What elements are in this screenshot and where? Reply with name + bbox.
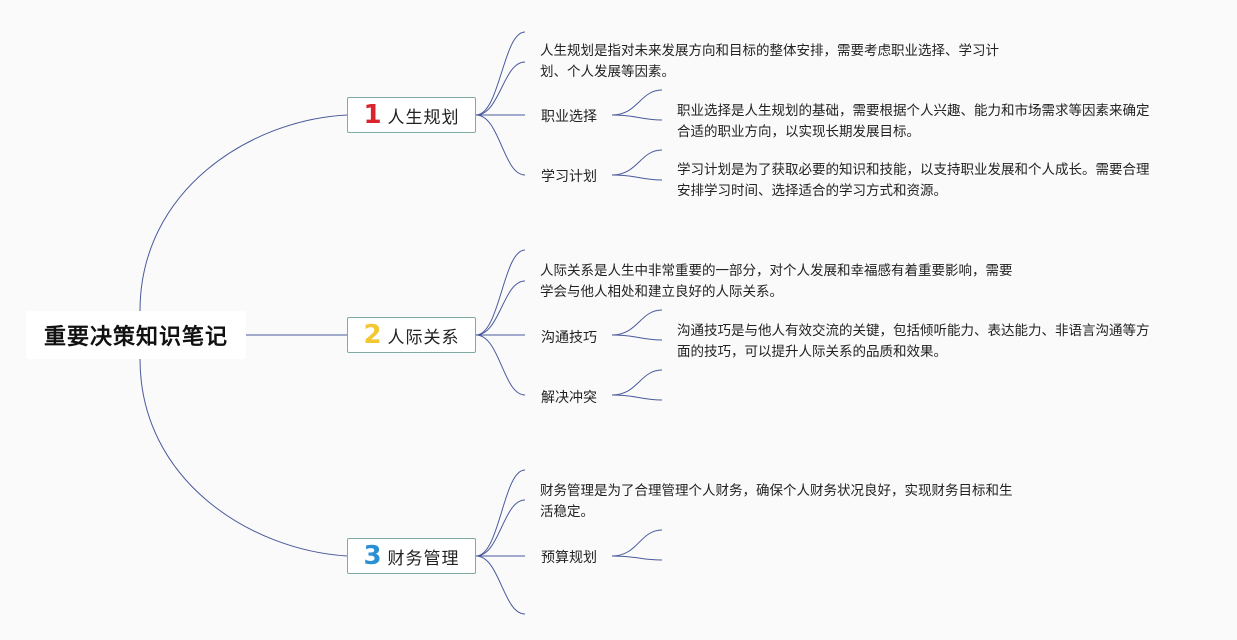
summary-line: 活稳定。 xyxy=(540,504,594,520)
link-b2-child-2 xyxy=(475,334,526,396)
branch-node-1[interactable]: 1 人生规划 xyxy=(347,97,476,133)
link-b2-summary-top xyxy=(475,249,526,336)
link-b2c1-bottom xyxy=(611,334,663,341)
detail-line: 职业选择是人生规划的基础，需要根据个人兴趣、能力和市场需求等因素来确定 xyxy=(677,103,1150,119)
branch-node-2[interactable]: 2 人际关系 xyxy=(347,317,476,353)
child-node-career-choice[interactable]: 职业选择 xyxy=(541,109,597,125)
link-b1c2-bottom xyxy=(611,174,663,181)
summary-line: 人生规划是指对未来发展方向和目标的整体安排，需要考虑职业选择、学习计 xyxy=(540,43,999,59)
summary-line: 财务管理是为了合理管理个人财务，确保个人财务状况良好，实现财务目标和生 xyxy=(540,483,1013,499)
detail-line: 沟通技巧是与他人有效交流的关键，包括倾听能力、表达能力、非语言沟通等方 xyxy=(677,323,1150,339)
detail-line: 合适的职业方向，以实现长期发展目标。 xyxy=(677,124,920,140)
link-b1-summary-top xyxy=(475,31,526,116)
child-node-conflict-resolution[interactable]: 解决冲突 xyxy=(541,390,597,406)
root-node[interactable]: 重要决策知识笔记 xyxy=(26,311,246,359)
career-choice-detail: 职业选择是人生规划的基础，需要根据个人兴趣、能力和市场需求等因素来确定 合适的职… xyxy=(677,101,1150,143)
communication-skills-detail: 沟通技巧是与他人有效交流的关键，包括倾听能力、表达能力、非语言沟通等方 面的技巧… xyxy=(677,321,1150,363)
link-b1-summary-bottom xyxy=(475,61,526,116)
link-b1-child-2 xyxy=(475,114,526,176)
link-b2c2-bottom xyxy=(611,394,663,401)
branch-label-3: 财务管理 xyxy=(387,548,460,569)
link-b3-summary-top xyxy=(475,469,526,557)
link-b3-extra xyxy=(475,555,526,615)
link-b2-summary-bottom xyxy=(475,280,526,336)
link-b3c1-top xyxy=(611,529,663,557)
branch-node-3[interactable]: 3 财务管理 xyxy=(347,538,476,574)
link-b1c1-bottom xyxy=(611,114,663,121)
link-b2c2-top xyxy=(611,369,663,396)
child-node-budget-planning[interactable]: 预算规划 xyxy=(541,550,597,566)
link-root-branch-3 xyxy=(139,358,348,557)
study-plan-detail: 学习计划是为了获取必要的知识和技能，以支持职业发展和个人成长。需要合理 安排学习… xyxy=(677,160,1150,202)
branch-label-2: 人际关系 xyxy=(387,327,460,348)
link-b1c1-top xyxy=(611,89,663,116)
link-b2c1-top xyxy=(611,309,663,336)
detail-line: 学习计划是为了获取必要的知识和技能，以支持职业发展和个人成长。需要合理 xyxy=(677,162,1150,178)
branch-number-2: 2 xyxy=(363,320,382,350)
branch-number-1: 1 xyxy=(363,100,382,130)
summary-line: 划、个人发展等因素。 xyxy=(540,64,675,80)
child-node-communication-skills[interactable]: 沟通技巧 xyxy=(541,330,597,346)
branch-1-summary: 人生规划是指对未来发展方向和目标的整体安排，需要考虑职业选择、学习计 划、个人发… xyxy=(540,41,999,83)
branch-3-summary: 财务管理是为了合理管理个人财务，确保个人财务状况良好，实现财务目标和生 活稳定。 xyxy=(540,481,1013,523)
branch-label-1: 人生规划 xyxy=(387,107,460,128)
detail-line: 面的技巧，可以提升人际关系的品质和效果。 xyxy=(677,344,947,360)
link-b1c2-top xyxy=(611,149,663,176)
summary-line: 学会与他人相处和建立良好的人际关系。 xyxy=(540,284,783,300)
link-root-branch-1 xyxy=(139,114,348,312)
branch-number-3: 3 xyxy=(363,541,382,571)
summary-line: 人际关系是人生中非常重要的一部分，对个人发展和幸福感有着重要影响，需要 xyxy=(540,263,1013,279)
branch-2-summary: 人际关系是人生中非常重要的一部分，对个人发展和幸福感有着重要影响，需要 学会与他… xyxy=(540,261,1013,303)
link-b3c1-bottom xyxy=(611,555,663,561)
root-title: 重要决策知识笔记 xyxy=(43,325,228,350)
child-node-study-plan[interactable]: 学习计划 xyxy=(541,169,597,185)
link-b3-summary-bottom xyxy=(475,499,526,557)
detail-line: 安排学习时间、选择适合的学习方式和资源。 xyxy=(677,183,947,199)
